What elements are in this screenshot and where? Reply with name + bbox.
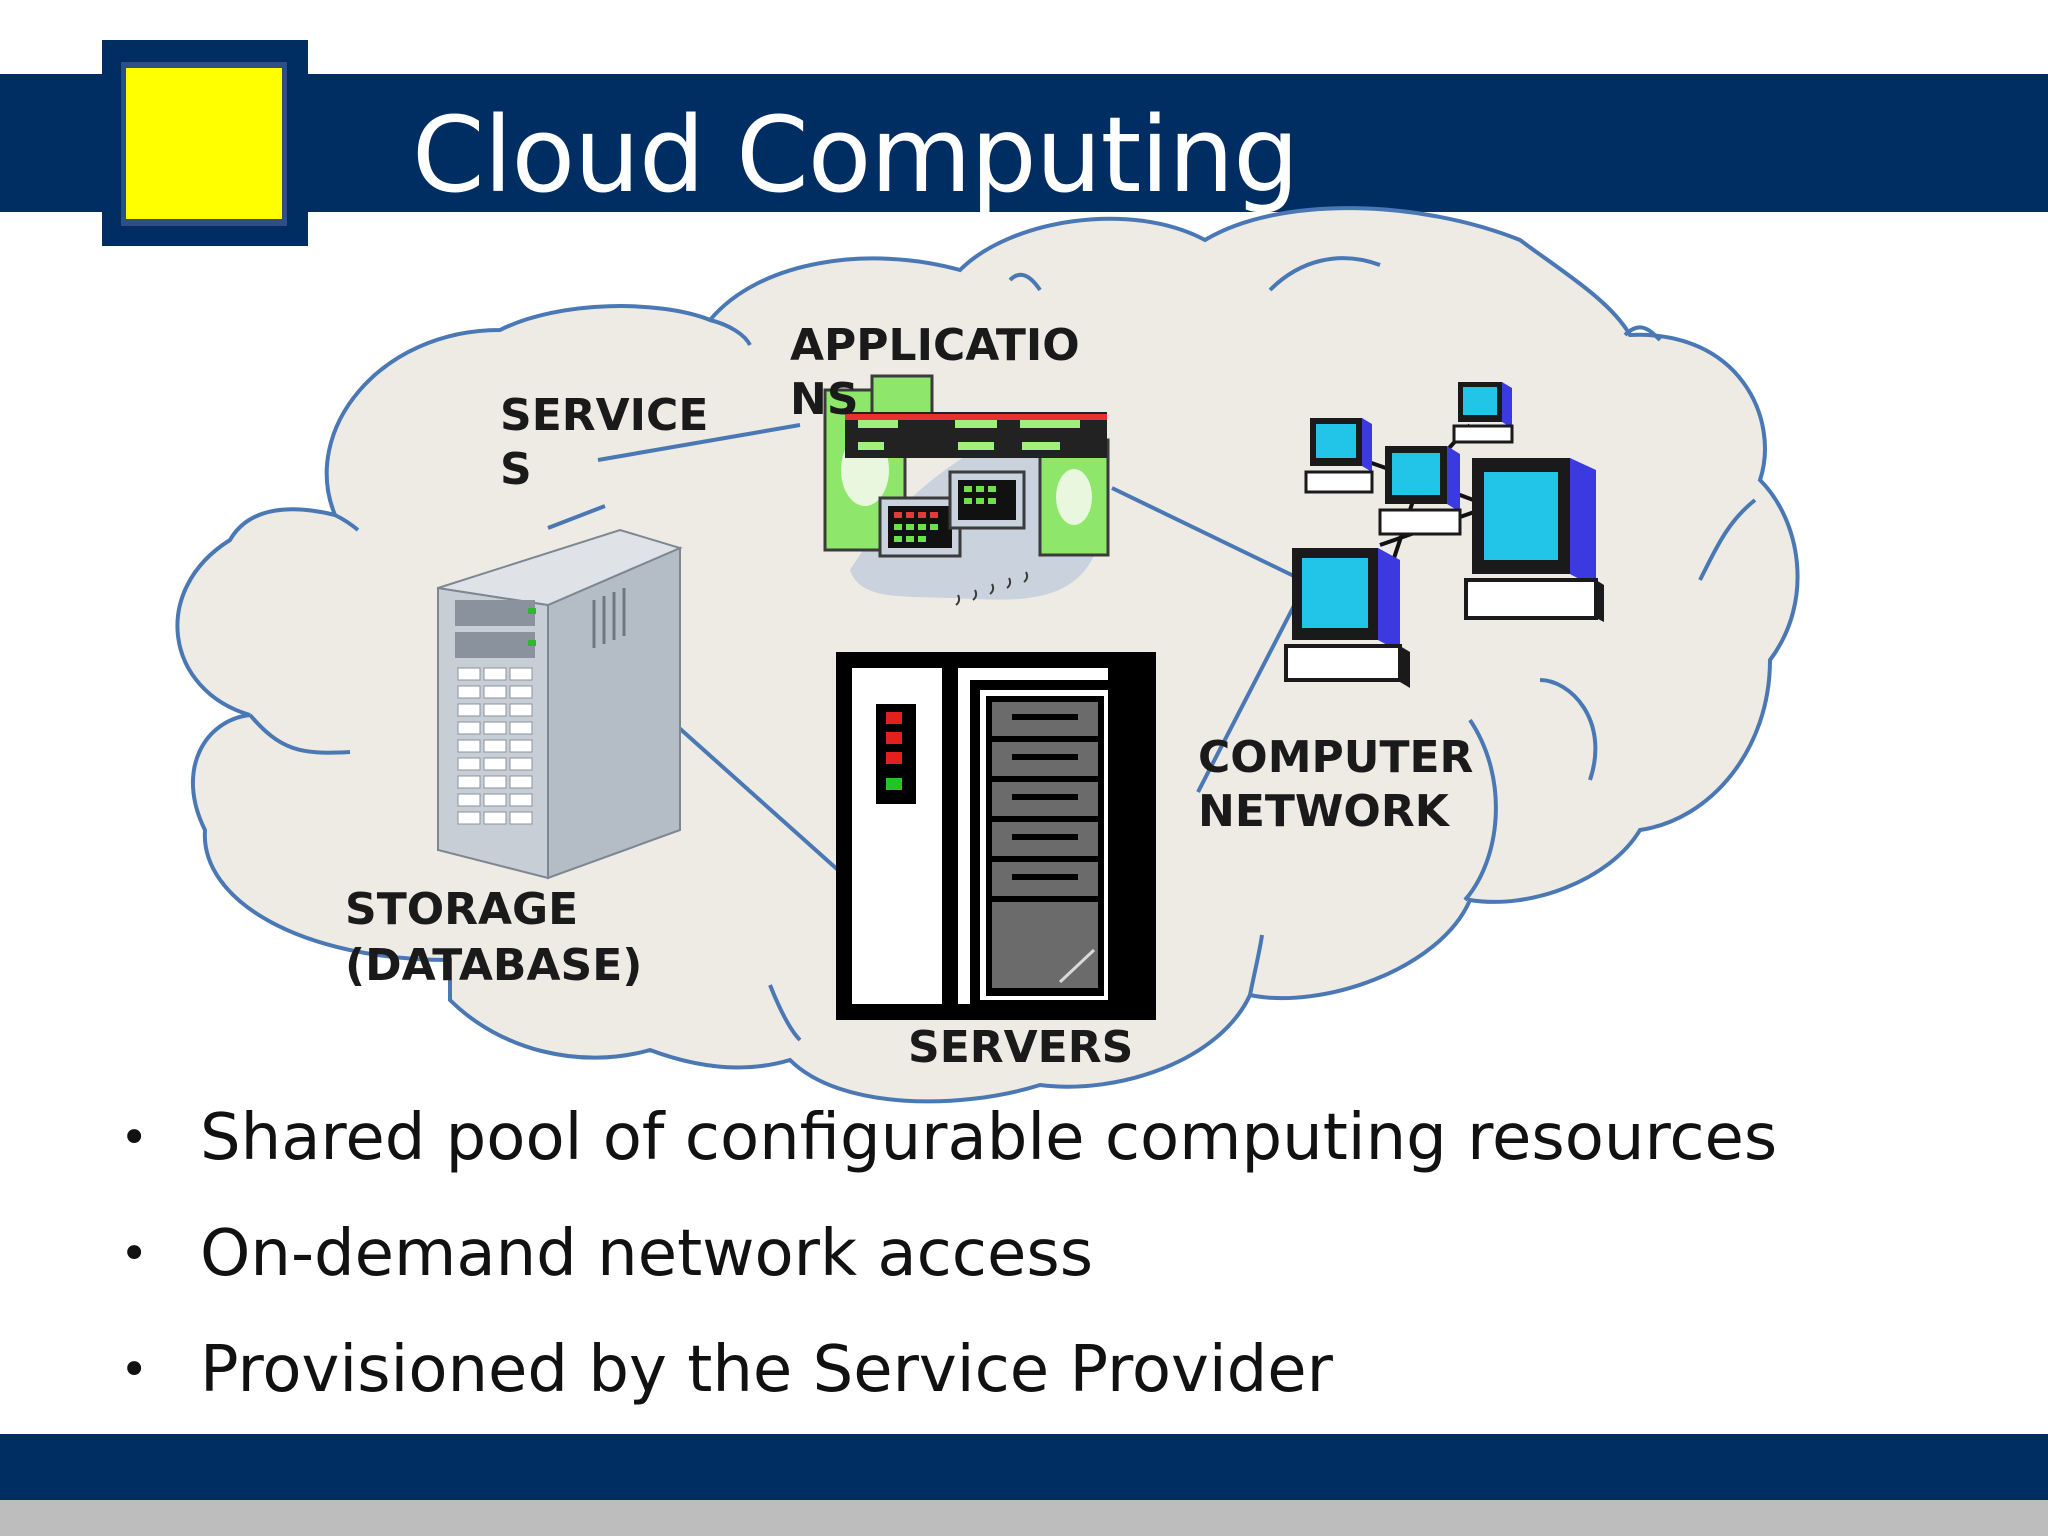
bullet-dot-icon: • xyxy=(120,1110,149,1166)
label-applications-line1: APPLICATIO xyxy=(790,320,1080,371)
server-rack-icon xyxy=(836,652,1156,1020)
label-services-line1: SERVICE xyxy=(500,390,708,441)
footer-bar xyxy=(0,1434,2048,1500)
label-services-line2: S xyxy=(500,444,532,495)
logo-yellow-square xyxy=(126,68,282,219)
bullet-item: • On-demand network access xyxy=(120,1196,1777,1312)
footer-strip xyxy=(0,1500,2048,1536)
connector-lines xyxy=(547,423,1300,872)
label-storage-line2: (DATABASE) xyxy=(345,940,642,991)
bullet-text: On-demand network access xyxy=(200,1217,1094,1291)
title-bar xyxy=(0,74,2048,212)
label-computer-network-line2: NETWORK xyxy=(1198,786,1451,837)
network-computer-middle xyxy=(1378,446,1462,536)
bullet-dot-icon: • xyxy=(120,1226,149,1282)
bullet-list: • Shared pool of configurable computing r… xyxy=(120,1080,1777,1428)
bullet-item: • Shared pool of configurable computing r… xyxy=(120,1080,1777,1196)
label-computer-network-line1: COMPUTER xyxy=(1198,732,1473,783)
bullet-dot-icon: • xyxy=(120,1342,149,1398)
server-tower-icon xyxy=(437,528,683,880)
network-computer-small-top xyxy=(1452,382,1514,444)
bullet-text: Provisioned by the Service Provider xyxy=(200,1333,1333,1407)
applications-icon xyxy=(823,374,1110,606)
computer-network-icon xyxy=(1284,382,1604,688)
diagram-labels: SERVICE S APPLICATIO NS COMPUTER NETWORK… xyxy=(345,320,1473,1073)
network-computer-large-left xyxy=(1284,548,1410,688)
label-storage-line1: STORAGE xyxy=(345,884,578,935)
bullet-item: • Provisioned by the Service Provider xyxy=(120,1312,1777,1428)
bullet-text: Shared pool of configurable computing re… xyxy=(200,1101,1778,1175)
network-computer-small-left xyxy=(1304,418,1374,494)
label-applications-line2: NS xyxy=(790,374,859,425)
network-computer-large-right xyxy=(1464,458,1604,622)
label-servers: SERVERS xyxy=(908,1022,1133,1073)
slide-title: Cloud Computing xyxy=(412,94,1299,216)
